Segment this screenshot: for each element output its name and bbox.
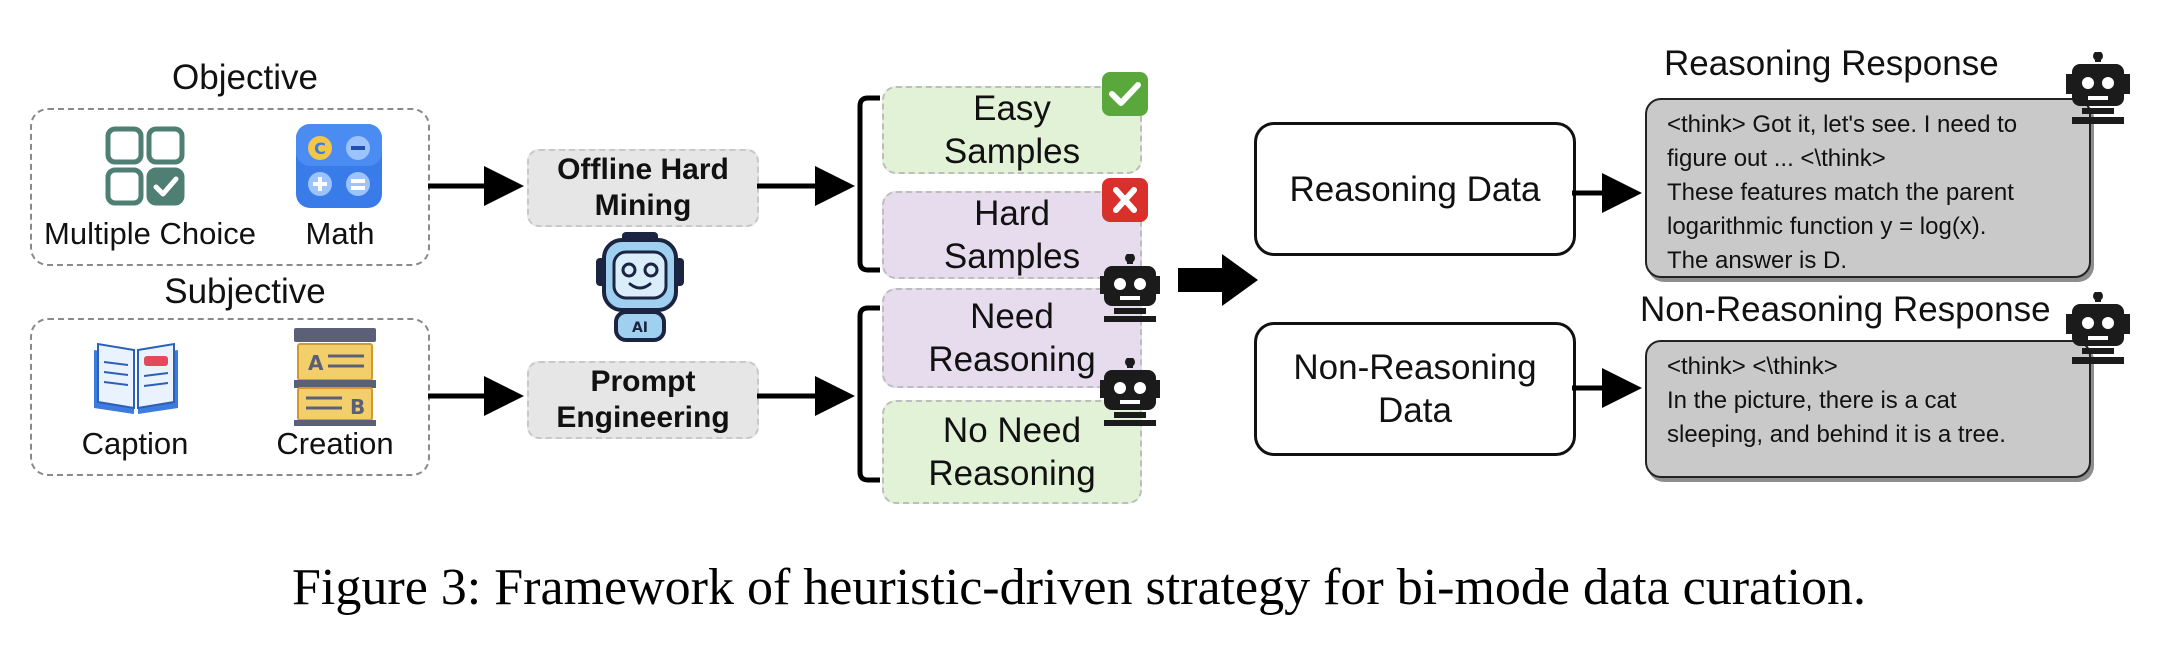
svg-text:A: A xyxy=(308,351,324,375)
prompt-engineering-box: Prompt Engineering xyxy=(527,361,759,439)
figure-caption: Figure 3: Framework of heuristic-driven … xyxy=(292,559,1866,616)
open-book-icon xyxy=(90,338,182,418)
non-reasoning-response-title: Non-Reasoning Response xyxy=(1640,290,2051,329)
hard-samples-box: Hard Samples xyxy=(882,191,1142,279)
bracket xyxy=(857,305,880,483)
creation-label: Creation xyxy=(276,426,394,461)
no-need-reasoning-box: No Need Reasoning xyxy=(882,400,1142,504)
robot-icon xyxy=(1100,357,1160,428)
objective-title: Objective xyxy=(172,58,318,97)
document-stack-icon: A B xyxy=(294,328,376,426)
offline-line1: Offline Hard xyxy=(557,153,729,186)
hard-line2: Samples xyxy=(943,237,1081,276)
robot-icon xyxy=(2066,51,2130,126)
svg-text:C: C xyxy=(314,139,326,158)
noneed-line1: No Need xyxy=(942,411,1082,450)
need-reasoning-box: Need Reasoning xyxy=(882,288,1142,388)
multiple-choice-icon xyxy=(105,126,185,206)
nonreasoning-line: sleeping, and behind it is a tree. xyxy=(1667,421,2006,448)
block-arrow xyxy=(1178,254,1258,306)
easy-line1: Easy xyxy=(973,89,1051,128)
nonreasoning-line: In the picture, there is a cat xyxy=(1667,387,1957,414)
ai-robot-icon: AI xyxy=(594,232,686,342)
easy-samples-box: Easy Samples xyxy=(882,86,1142,174)
robot-icon xyxy=(1100,253,1160,324)
noneed-line2: Reasoning xyxy=(928,454,1096,493)
reasoning-data-label: Reasoning Data xyxy=(1289,169,1541,209)
reasoning-line: These features match the parent xyxy=(1667,179,2014,206)
cross-icon xyxy=(1102,178,1148,222)
easy-line2: Samples xyxy=(943,132,1081,171)
reasoning-data-box: Reasoning Data xyxy=(1254,122,1576,256)
robot-icon xyxy=(2066,291,2130,366)
non-reasoning-data-box: Non-Reasoning Data xyxy=(1254,322,1576,456)
need-line1: Need xyxy=(970,297,1054,336)
ai-badge-text: AI xyxy=(632,320,648,336)
offline-line2: Mining xyxy=(594,189,692,222)
non-reasoning-response-box: <think> <\think> In the picture, there i… xyxy=(1645,340,2091,478)
need-line2: Reasoning xyxy=(928,340,1096,379)
nonreasoning-line: <think> <\think> xyxy=(1667,353,1838,380)
hard-line1: Hard xyxy=(974,194,1050,233)
bracket xyxy=(857,95,880,273)
reasoning-line: logarithmic function y = log(x). xyxy=(1667,213,1987,240)
subjective-title: Subjective xyxy=(164,272,326,311)
nonreasoning-line2: Data xyxy=(1378,391,1452,430)
reasoning-response-title: Reasoning Response xyxy=(1664,44,1999,83)
reasoning-line: figure out ... <\think> xyxy=(1667,145,1886,172)
prompt-line1: Prompt xyxy=(590,365,696,398)
prompt-line2: Engineering xyxy=(556,401,730,434)
nonreasoning-line1: Non-Reasoning xyxy=(1293,348,1537,387)
multiple-choice-label: Multiple Choice xyxy=(44,216,256,251)
reasoning-response-box: <think> Got it, let's see. I need to fig… xyxy=(1645,98,2091,278)
caption-label: Caption xyxy=(81,426,189,461)
offline-hard-mining-box: Offline Hard Mining xyxy=(527,149,759,227)
reasoning-line: The answer is D. xyxy=(1667,247,1848,274)
check-icon xyxy=(1102,72,1148,116)
math-label: Math xyxy=(305,216,375,251)
reasoning-line: <think> Got it, let's see. I need to xyxy=(1667,111,2018,138)
math-calculator-icon: C xyxy=(296,124,382,208)
svg-text:B: B xyxy=(350,395,365,419)
